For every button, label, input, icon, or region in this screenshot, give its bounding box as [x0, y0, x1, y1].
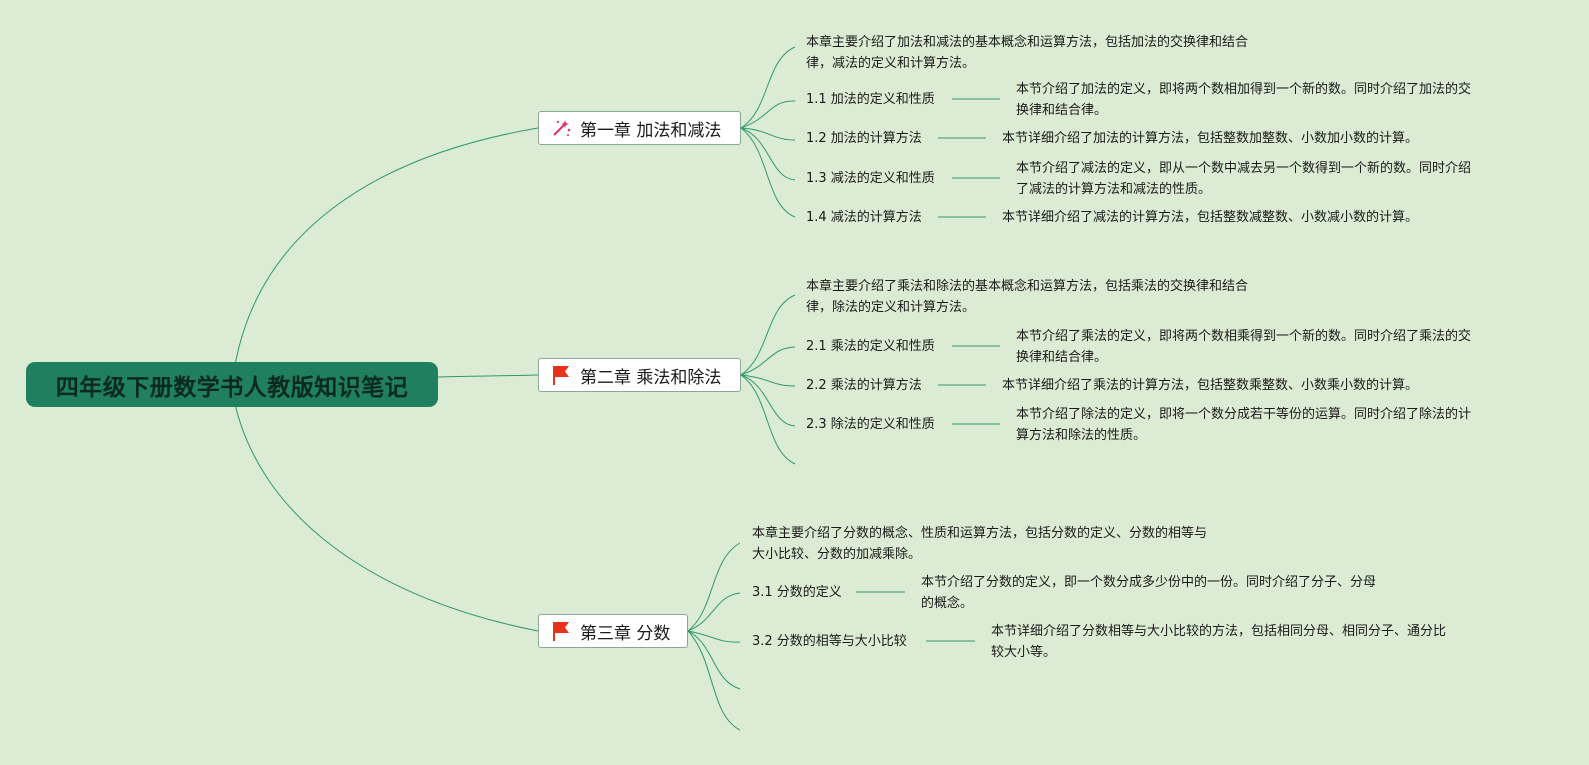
- desc-line: 较大小等。: [991, 645, 1057, 660]
- desc-line: 换律和结合律。: [1016, 103, 1108, 118]
- chapter-node-2[interactable]: 第二章 乘法和除法: [538, 358, 741, 392]
- desc-line: 本节介绍了减法的定义，即从一个数中减去另一个数得到一个新的数。同时介绍: [1016, 161, 1472, 176]
- desc-line: 本节详细介绍了减法的计算方法，包括整数减整数、小数减小数的计算。: [1002, 210, 1419, 225]
- root-title: 四年级下册数学书人教版知识笔记: [55, 374, 409, 401]
- section-title[interactable]: 1.1 加法的定义和性质: [806, 92, 935, 107]
- section-title[interactable]: 3.1 分数的定义: [752, 585, 842, 600]
- red-flag-icon: [549, 619, 573, 643]
- sparkle-wand-icon: [549, 116, 573, 140]
- section-desc: 本节介绍了分数的定义，即一个数分成多少份中的一份。同时介绍了分子、分母 的概念。: [921, 572, 1376, 614]
- desc-line: 了减法的计算方法和减法的性质。: [1016, 182, 1212, 197]
- section-desc: 本节详细介绍了分数相等与大小比较的方法，包括相同分母、相同分子、通分比 较大小等…: [991, 621, 1446, 663]
- section-title[interactable]: 2.3 除法的定义和性质: [806, 417, 935, 432]
- root-node[interactable]: 四年级下册数学书人教版知识笔记: [26, 362, 438, 407]
- red-flag-icon: [549, 363, 573, 387]
- desc-line: 本节介绍了分数的定义，即一个数分成多少份中的一份。同时介绍了分子、分母: [921, 575, 1377, 590]
- section-title[interactable]: 1.3 减法的定义和性质: [806, 171, 935, 186]
- chapter-summary-1: 本章主要介绍了加法和减法的基本概念和运算方法，包括加法的交换律和结合 律，减法的…: [806, 32, 1248, 74]
- section-desc: 本节介绍了除法的定义，即将一个数分成若干等份的运算。同时介绍了除法的计 算方法和…: [1016, 404, 1471, 446]
- desc-line: 换律和结合律。: [1016, 350, 1108, 365]
- section-title[interactable]: 1.4 减法的计算方法: [806, 210, 922, 225]
- summary-line: 大小比较、分数的加减乘除。: [752, 547, 922, 562]
- section-desc: 本节详细介绍了乘法的计算方法，包括整数乘整数、小数乘小数的计算。: [1002, 375, 1418, 396]
- summary-line: 律，减法的定义和计算方法。: [806, 56, 976, 71]
- section-title[interactable]: 2.1 乘法的定义和性质: [806, 339, 935, 354]
- chapter-title: 第一章 加法和减法: [580, 120, 722, 141]
- section-title[interactable]: 1.2 加法的计算方法: [806, 131, 922, 146]
- desc-line: 本节介绍了加法的定义，即将两个数相加得到一个新的数。同时介绍了加法的交: [1016, 82, 1472, 97]
- chapter-summary-2: 本章主要介绍了乘法和除法的基本概念和运算方法，包括乘法的交换律和结合 律，除法的…: [806, 276, 1248, 318]
- summary-line: 本章主要介绍了乘法和除法的基本概念和运算方法，包括乘法的交换律和结合: [806, 279, 1249, 294]
- desc-line: 本节介绍了乘法的定义，即将两个数相乘得到一个新的数。同时介绍了乘法的交: [1016, 329, 1472, 344]
- desc-line: 本节详细介绍了加法的计算方法，包括整数加整数、小数加小数的计算。: [1002, 131, 1419, 146]
- section-desc: 本节介绍了减法的定义，即从一个数中减去另一个数得到一个新的数。同时介绍 了减法的…: [1016, 158, 1471, 200]
- section-desc: 本节详细介绍了减法的计算方法，包括整数减整数、小数减小数的计算。: [1002, 207, 1418, 228]
- section-title[interactable]: 2.2 乘法的计算方法: [806, 378, 922, 393]
- desc-line: 本节详细介绍了乘法的计算方法，包括整数乘整数、小数乘小数的计算。: [1002, 378, 1419, 393]
- chapter-node-1[interactable]: 第一章 加法和减法: [538, 111, 741, 145]
- summary-line: 律，除法的定义和计算方法。: [806, 300, 976, 315]
- desc-line: 本节详细介绍了分数相等与大小比较的方法，包括相同分母、相同分子、通分比: [991, 624, 1447, 639]
- summary-line: 本章主要介绍了加法和减法的基本概念和运算方法，包括加法的交换律和结合: [806, 35, 1249, 50]
- desc-line: 本节介绍了除法的定义，即将一个数分成若干等份的运算。同时介绍了除法的计: [1016, 407, 1472, 422]
- section-title[interactable]: 3.2 分数的相等与大小比较: [752, 634, 907, 649]
- desc-line: 的概念。: [921, 596, 974, 611]
- summary-line: 本章主要介绍了分数的概念、性质和运算方法，包括分数的定义、分数的相等与: [752, 526, 1208, 541]
- chapter-node-3[interactable]: 第三章 分数: [538, 614, 688, 648]
- section-desc: 本节介绍了加法的定义，即将两个数相加得到一个新的数。同时介绍了加法的交 换律和结…: [1016, 79, 1471, 121]
- chapter-title: 第二章 乘法和除法: [580, 367, 722, 388]
- section-desc: 本节介绍了乘法的定义，即将两个数相乘得到一个新的数。同时介绍了乘法的交 换律和结…: [1016, 326, 1471, 368]
- chapter-summary-3: 本章主要介绍了分数的概念、性质和运算方法，包括分数的定义、分数的相等与 大小比较…: [752, 523, 1207, 565]
- chapter-title: 第三章 分数: [580, 623, 671, 644]
- section-desc: 本节详细介绍了加法的计算方法，包括整数加整数、小数加小数的计算。: [1002, 128, 1418, 149]
- desc-line: 算方法和除法的性质。: [1016, 428, 1147, 443]
